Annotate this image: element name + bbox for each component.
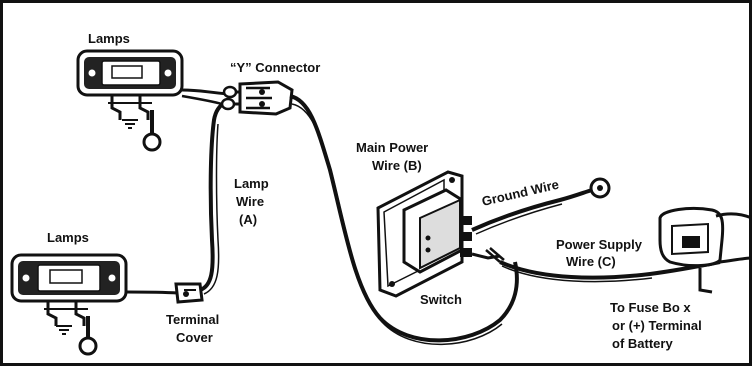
top-lamp	[76, 49, 229, 152]
label-switch: Switch	[420, 292, 462, 307]
label-power-supply-wire-2: Wire (C)	[566, 254, 616, 269]
y-connector	[220, 80, 294, 116]
label-lamp-wire-2: Wire	[236, 194, 264, 209]
label-main-power-wire-1: Main Power	[356, 140, 428, 155]
main-power-wire-b	[289, 94, 519, 346]
lamp-wire-a	[199, 100, 227, 295]
fuse-holder	[658, 206, 752, 294]
label-y-connector: “Y” Connector	[230, 60, 320, 75]
terminal-cover	[174, 282, 204, 304]
label-lamps-bottom: Lamps	[47, 230, 89, 245]
label-to-fuse-box-2: or (+) Terminal	[612, 318, 702, 333]
label-to-fuse-box-1: To Fuse Bo x	[610, 300, 691, 315]
bottom-lamp	[10, 253, 179, 356]
label-lamps-top: Lamps	[88, 31, 130, 46]
label-lamp-wire-3: (A)	[239, 212, 257, 227]
label-lamp-wire-1: Lamp	[234, 176, 269, 191]
label-terminal-cover-1: Terminal	[166, 312, 219, 327]
label-to-fuse-box-3: of Battery	[612, 336, 673, 351]
label-terminal-cover-2: Cover	[176, 330, 213, 345]
ground-wire	[471, 177, 611, 235]
switch	[376, 170, 472, 298]
label-power-supply-wire-1: Power Supply	[556, 237, 643, 252]
label-main-power-wire-2: Wire (B)	[372, 158, 422, 173]
